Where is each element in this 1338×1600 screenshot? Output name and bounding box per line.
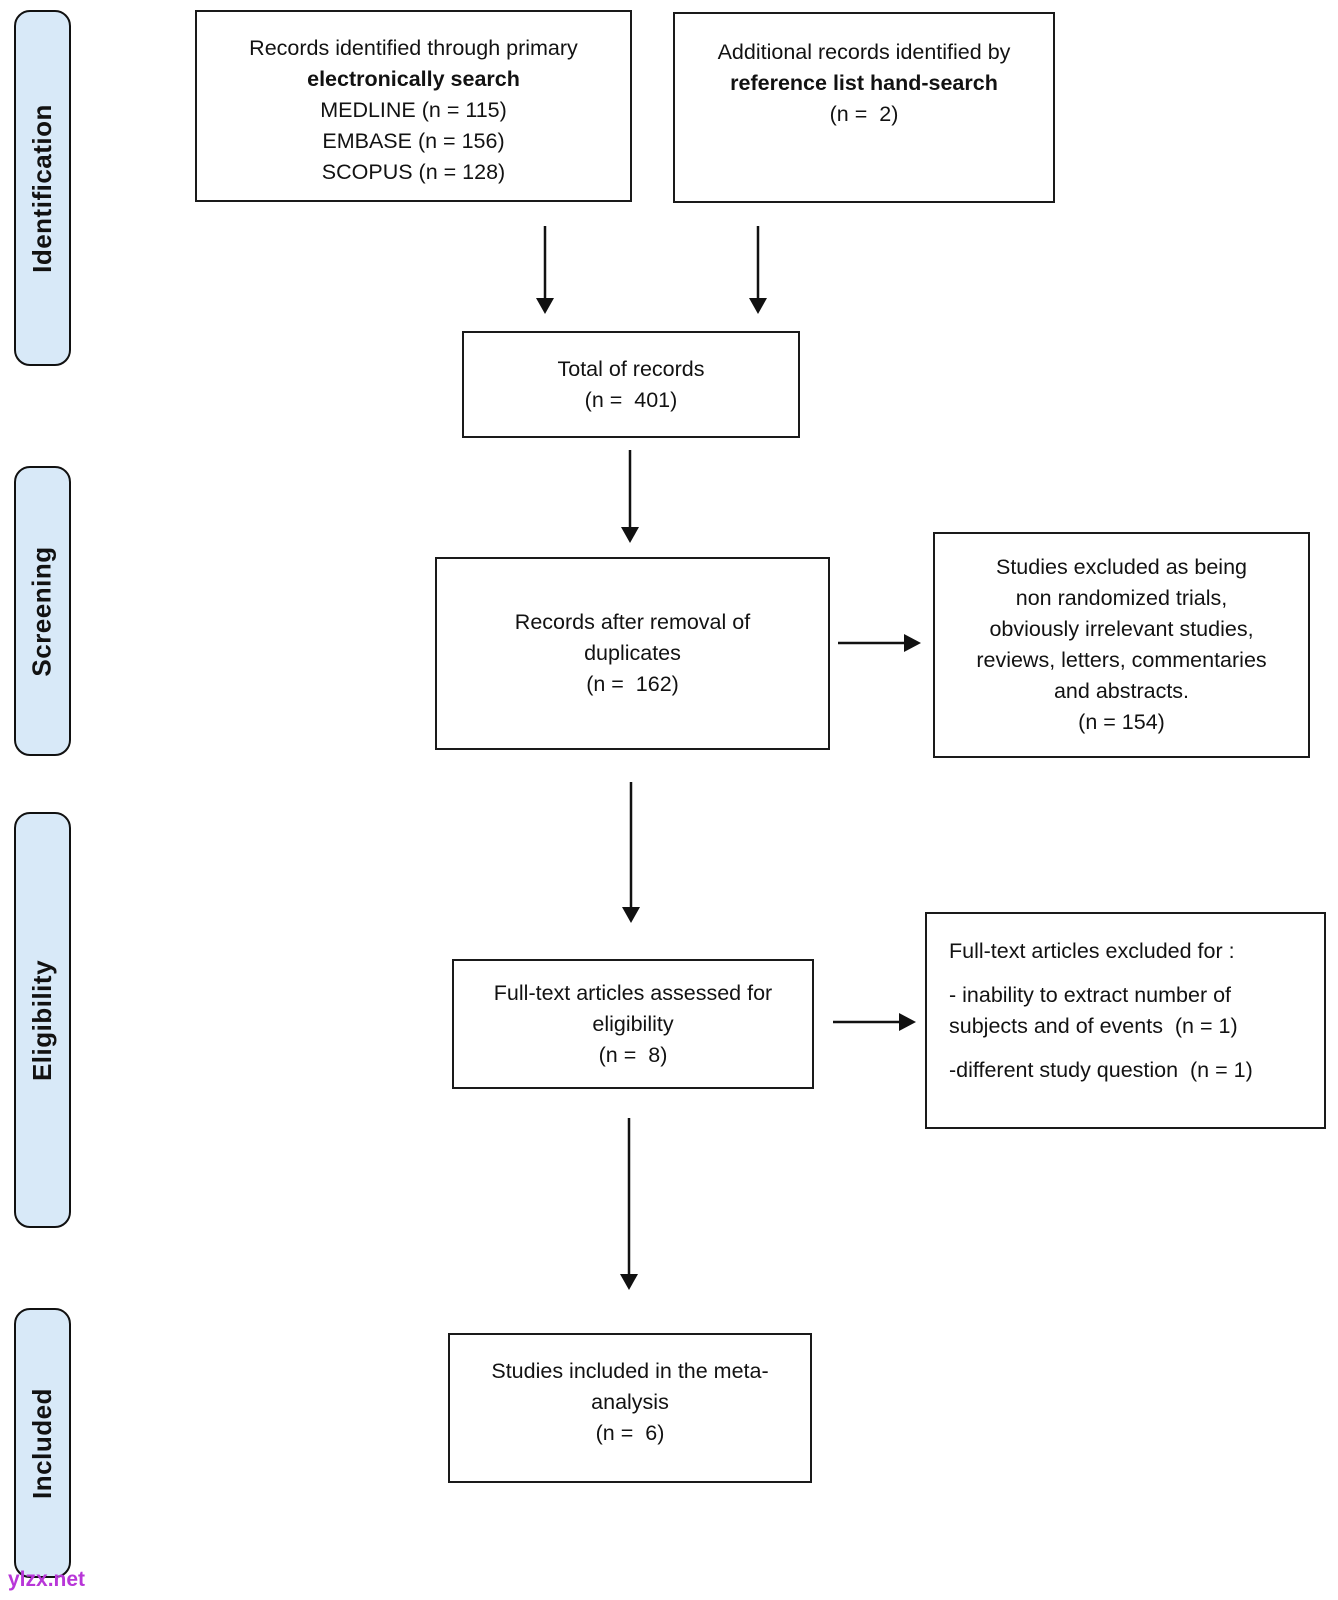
fulltext-excluded-heading: Full-text articles excluded for : <box>949 939 1235 963</box>
stage-label-screening-text: Screening <box>27 545 57 677</box>
stage-label-identification-text: Identification <box>27 103 57 273</box>
fulltext-assessed-text: Full-text articles assessed for eligibil… <box>493 980 773 1067</box>
fulltext-excluded-reason-2: -different study question (n = 1) <box>949 1058 1253 1082</box>
box-records-after-duplicates: Records after removal of duplicates (n =… <box>435 557 830 750</box>
additional-records-bold-line: reference list hand-search <box>730 71 998 95</box>
records-after-duplicates-text: Records after removal of duplicates (n =… <box>514 610 751 696</box>
records-identified-bold-line: electronically search <box>307 67 520 91</box>
arrow-total-to-duplicates <box>621 450 639 543</box>
studies-included-text: Studies included in the meta- analysis (… <box>491 1359 769 1445</box>
box-fulltext-assessed: Full-text articles assessed for eligibil… <box>452 959 814 1089</box>
arrow-additional-to-total <box>749 226 767 314</box>
stage-label-included-text: Included <box>27 1387 57 1499</box>
arrow-identified-to-total <box>536 226 554 314</box>
box-fulltext-excluded: Full-text articles excluded for : - inab… <box>925 912 1326 1129</box>
records-identified-line: Records identified through primary <box>249 36 578 60</box>
box-studies-excluded: Studies excluded as being non randomized… <box>933 532 1310 758</box>
stage-label-eligibility-text: Eligibility <box>27 959 58 1081</box>
records-identified-sources: MEDLINE (n = 115) EMBASE (n = 156) SCOPU… <box>320 98 507 184</box>
box-total-records: Total of records (n = 401) <box>462 331 800 438</box>
stage-label-identification: Identification <box>14 10 71 366</box>
box-studies-included: Studies included in the meta- analysis (… <box>448 1333 812 1483</box>
stage-label-screening: Screening <box>14 466 71 756</box>
studies-excluded-text: Studies excluded as being non randomized… <box>976 555 1267 734</box>
additional-records-line: Additional records identified by <box>717 40 1011 64</box>
additional-records-count: (n = 2) <box>829 102 899 126</box>
stage-label-included: Included <box>14 1308 71 1578</box>
arrow-fulltext-to-excluded <box>833 1013 916 1031</box>
watermark: ylzx.net <box>8 1568 86 1591</box>
box-additional-records: Additional records identified by referen… <box>673 12 1055 203</box>
total-records-text: Total of records (n = 401) <box>557 356 705 412</box>
stage-label-eligibility: Eligibility <box>14 812 71 1228</box>
fulltext-excluded-reason-1: - inability to extract number of subject… <box>949 983 1238 1038</box>
box-records-identified: Records identified through primary elect… <box>195 10 632 202</box>
arrow-duplicates-to-fulltext <box>622 782 640 923</box>
arrow-fulltext-to-included <box>620 1118 638 1290</box>
arrow-duplicates-to-excluded <box>838 634 921 652</box>
